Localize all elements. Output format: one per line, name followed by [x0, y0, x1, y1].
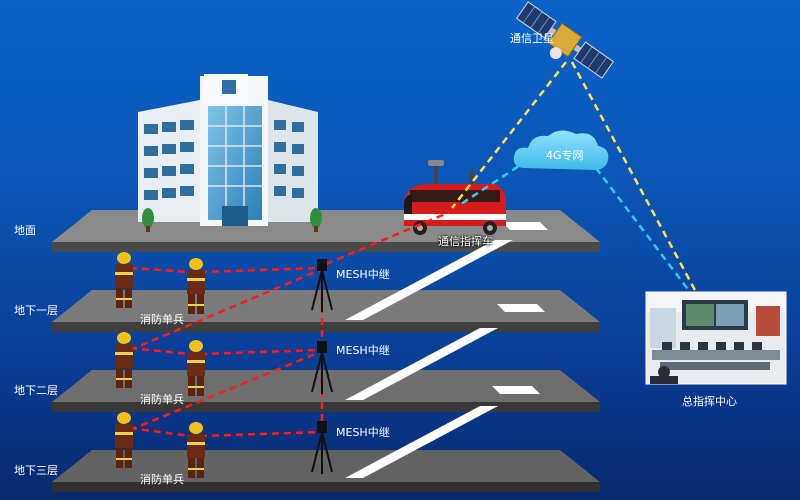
b3-slab: [52, 450, 600, 492]
building-icon: [138, 74, 322, 232]
floor-label-b1: 地下一层: [14, 304, 58, 317]
command-center-photo: [645, 291, 787, 385]
soldier-label-b2: 消防单兵: [140, 393, 184, 406]
center-label: 总指挥中心: [682, 395, 737, 408]
network-links: [457, 158, 691, 293]
b1-slab: [52, 290, 600, 332]
mesh-label-b2: MESH中继: [336, 344, 390, 357]
b2-slab: [52, 370, 600, 412]
ground-slab: [52, 210, 600, 252]
soldier-label-b1: 消防单兵: [140, 313, 184, 326]
mesh-label-b3: MESH中继: [336, 426, 390, 439]
floor-label-b2: 地下二层: [14, 384, 58, 397]
satellite-links: [451, 61, 698, 293]
vehicle-label: 通信指挥车: [438, 235, 493, 248]
network-label: 4G专网: [546, 149, 584, 162]
satellite-icon: [515, 1, 615, 79]
mesh-label-b1: MESH中继: [336, 268, 390, 281]
tripod-icon: [311, 259, 333, 474]
satellite-label: 通信卫星: [510, 32, 554, 45]
soldier-label-b3: 消防单兵: [140, 473, 184, 486]
stairs: [345, 240, 513, 478]
floor-label-ground: 地面: [14, 224, 36, 237]
cloud-icon: [513, 130, 609, 170]
firefighter-icon: [115, 252, 205, 478]
floor-label-b3: 地下三层: [14, 464, 58, 477]
